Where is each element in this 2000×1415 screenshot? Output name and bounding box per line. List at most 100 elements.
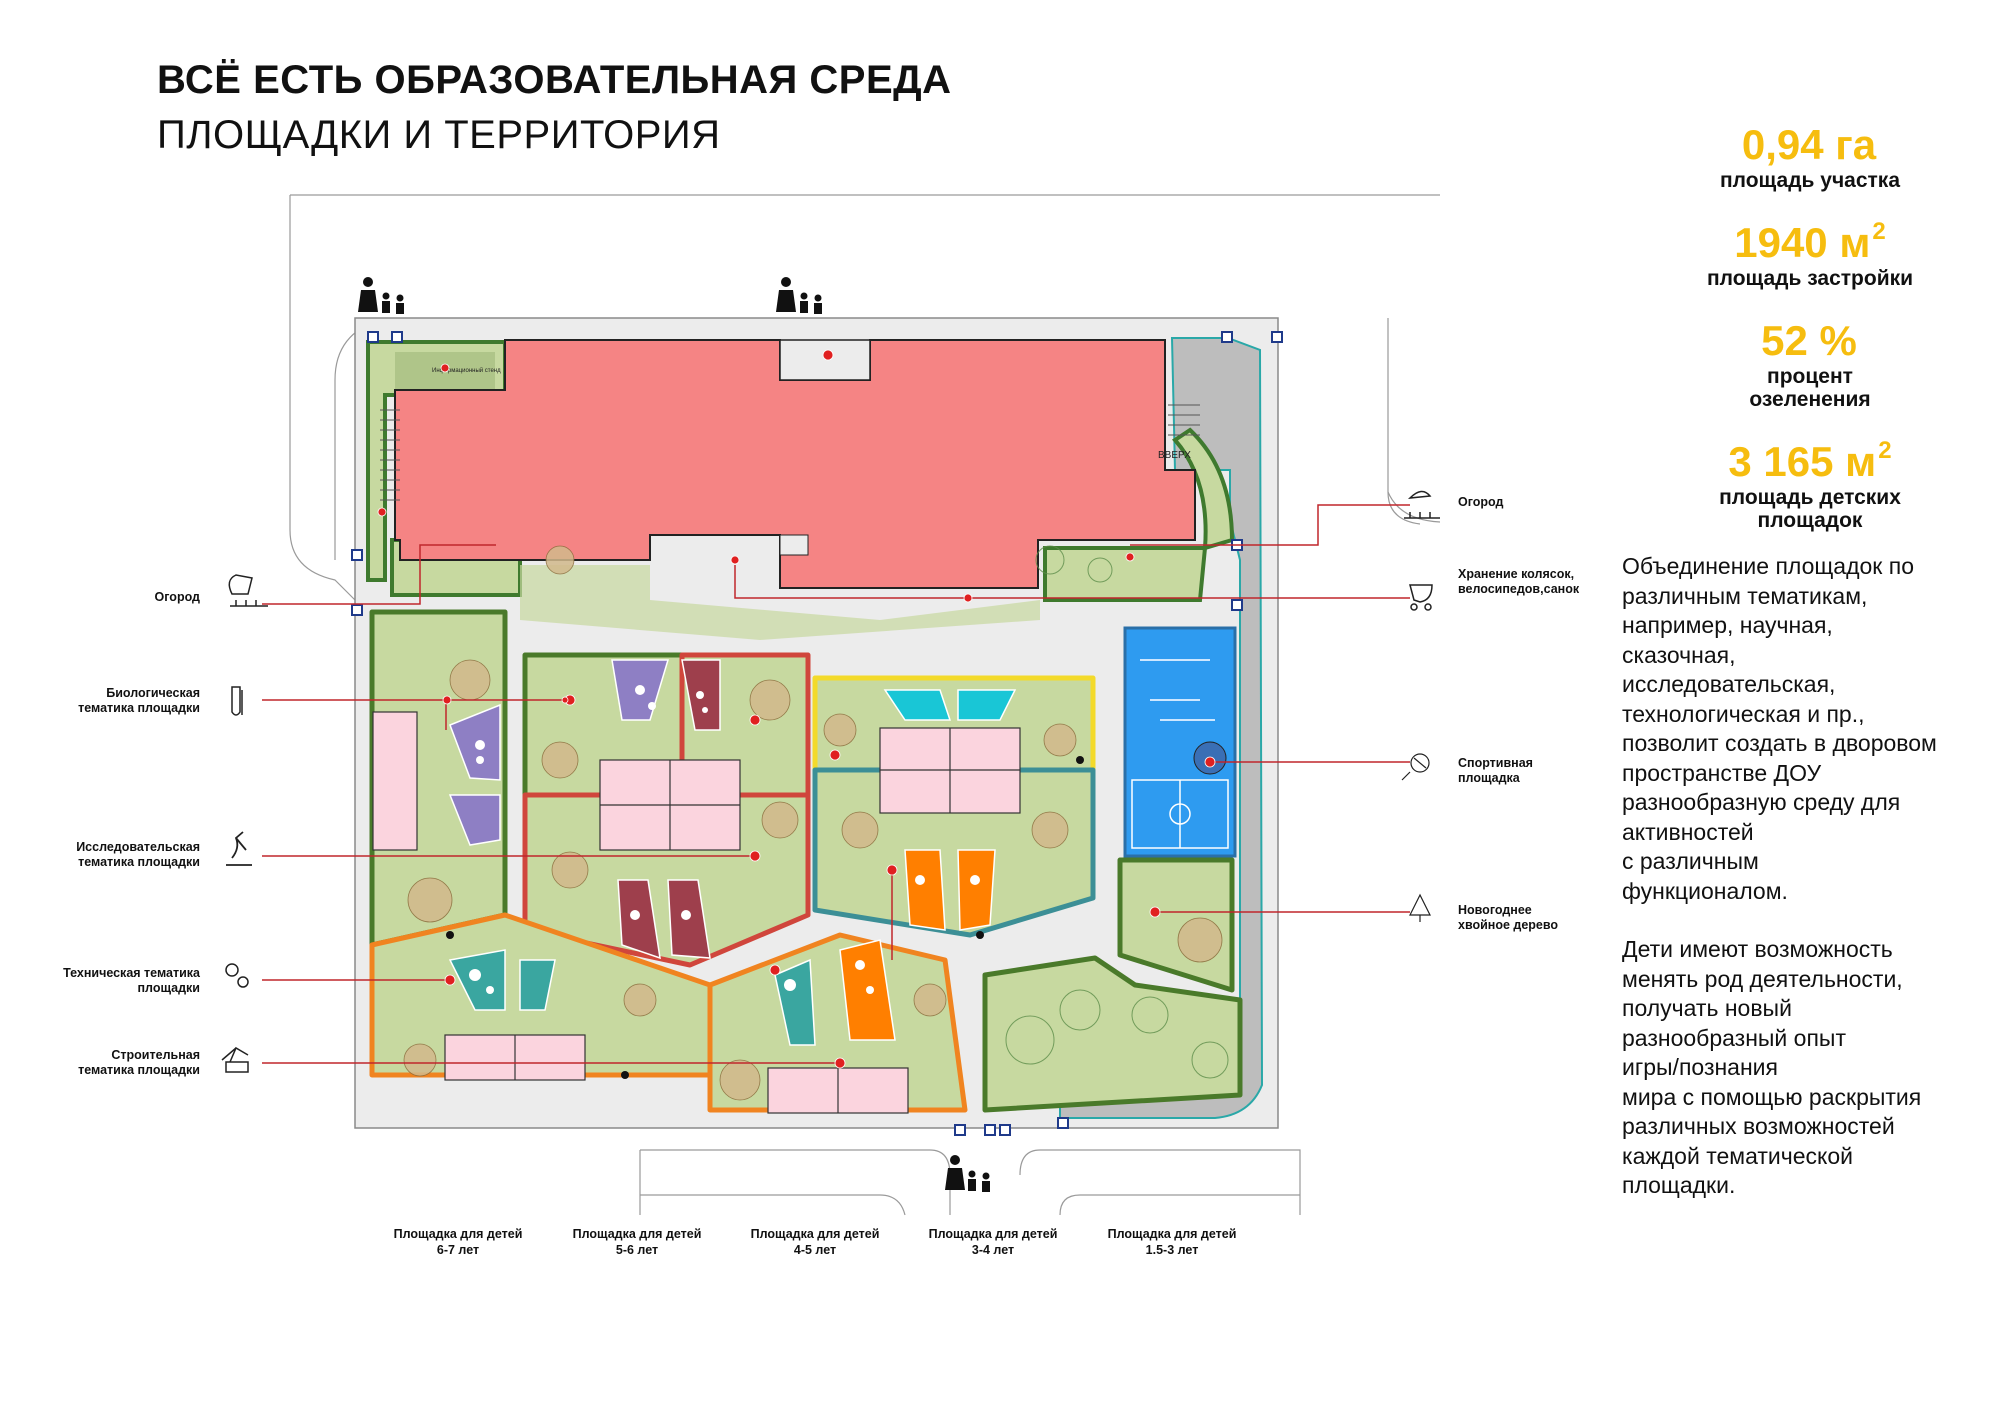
description-line: разнообразный опыт	[1622, 1024, 1846, 1051]
gears-icon	[225, 963, 249, 988]
annotation-line: Огород	[1458, 495, 1504, 509]
stat-value: 3 165 м2	[1728, 437, 1892, 485]
description-line: игры/познания	[1622, 1054, 1778, 1080]
age-label-3-4: Площадка для детей 3-4 лет	[908, 1226, 1078, 1258]
description-line: каждой тематической	[1622, 1142, 1853, 1169]
annotation-garden-left: Огород	[100, 590, 200, 605]
description-line: различным тематикам,	[1622, 582, 1868, 609]
description-line: активностей	[1622, 818, 1754, 845]
description-line: площадки.	[1622, 1172, 1736, 1198]
annotation-sports: Спортивная площадка	[1458, 756, 1608, 786]
description-line: разнообразную среду для	[1622, 789, 1901, 815]
zone-1-5-3	[982, 955, 1243, 1113]
excavator-icon	[221, 1046, 249, 1073]
annotation-line: Строительная	[111, 1048, 200, 1062]
description-line: технологическая и пр.,	[1622, 700, 1865, 727]
age-line: Площадка для детей	[1107, 1227, 1237, 1241]
annotation-line: Огород	[154, 590, 200, 604]
description-line: исследовательская,	[1622, 671, 1836, 697]
description-paragraph-1: Объединение площадок по различным темати…	[1622, 552, 1992, 906]
age-line: 6-7 лет	[436, 1243, 480, 1257]
annotation-fir-tree: Новогоднее хвойное дерево	[1458, 903, 1608, 933]
annotation-biology: Биологическая тематика площадки	[40, 686, 200, 716]
description-line: менять род деятельности,	[1622, 965, 1903, 992]
trees-green	[1005, 545, 1229, 1079]
age-line: 5-6 лет	[615, 1243, 659, 1257]
pavilions	[372, 711, 1021, 1114]
stat-label: площадь застройки	[1706, 267, 1914, 290]
age-line: 3-4 лет	[971, 1243, 1015, 1257]
annotation-line: площадки	[137, 981, 201, 995]
page-subtitle: ПЛОЩАДКИ И ТЕРРИТОРИЯ	[157, 113, 721, 157]
stats-panel: 0,94 га площадь участка 1940 м2 площадь …	[1640, 110, 1980, 548]
trees	[403, 545, 1223, 1101]
stat-value: 52 %	[1761, 317, 1857, 364]
ball-icon	[1401, 753, 1430, 781]
age-label-4-5: Площадка для детей 4-5 лет	[730, 1226, 900, 1258]
description-line: Объединение площадок по	[1622, 553, 1915, 579]
stat-value: 1940 м2	[1734, 218, 1886, 266]
age-line: Площадка для детей	[393, 1227, 523, 1241]
microscope-icon	[226, 831, 252, 866]
description-line: пространстве ДОУ	[1622, 759, 1822, 786]
annotation-research: Исследовательская тематика площадки	[40, 840, 200, 870]
age-label-6-7: Площадка для детей 6-7 лет	[373, 1226, 543, 1258]
walkway-lawn	[520, 565, 1040, 640]
description: Объединение площадок по различным темати…	[1622, 552, 1992, 1230]
description-line: получать новый	[1622, 995, 1792, 1021]
playground-zones	[369, 609, 1243, 1113]
black-dots	[446, 756, 1084, 1079]
age-label-1-5-3: Площадка для детей 1.5-3 лет	[1087, 1226, 1257, 1258]
stairs	[380, 404, 1200, 501]
stat-playground-area: 3 165 м2 площадь детских площадок	[1640, 427, 1980, 532]
annotation-garden-right: Огород	[1458, 495, 1608, 510]
annotation-line: велосипедов,санок	[1458, 582, 1580, 596]
stat-label: процент	[1767, 365, 1853, 388]
garden-icon	[228, 574, 268, 607]
annotation-construction: Строительная тематика площадки	[40, 1048, 200, 1078]
description-line: с различным	[1622, 848, 1759, 874]
description-line: мира с помощью раскрытия	[1622, 1083, 1922, 1110]
age-line: Площадка для детей	[750, 1227, 880, 1241]
annotation-line: тематика площадки	[78, 1063, 200, 1077]
description-paragraph-2: Дети имеют возможность менять род деятел…	[1622, 935, 1992, 1201]
family-icon	[358, 277, 990, 1192]
test-tube-icon	[231, 686, 243, 716]
annotation-line: Техническая тематика	[63, 966, 200, 980]
annotation-line: Исследовательская	[76, 840, 200, 854]
info-stand-label: Информационный стенд	[432, 367, 501, 374]
description-line: например, научная,	[1622, 612, 1833, 638]
age-label-5-6: Площадка для детей 5-6 лет	[552, 1226, 722, 1258]
age-line: 1.5-3 лет	[1145, 1243, 1199, 1257]
colored-wedges	[448, 659, 1017, 1046]
annotation-line: Хранение колясок,	[1458, 567, 1575, 581]
description-line: Дети имеют возможность	[1622, 936, 1893, 962]
annotation-line: тематика площадки	[78, 701, 200, 715]
description-line: позволит создать в дворовом	[1622, 730, 1937, 756]
annotation-line: Новогоднее	[1458, 903, 1532, 917]
wedge-dots	[469, 685, 980, 994]
annotation-line: тематика площадки	[78, 855, 200, 869]
description-line: сказочная,	[1622, 641, 1736, 668]
annotation-line: хвойное дерево	[1458, 918, 1559, 932]
annotation-technical: Техническая тематика площадки	[30, 966, 200, 996]
age-line: Площадка для детей	[928, 1227, 1058, 1241]
stat-greening: 52 % процент озеленения	[1640, 306, 1980, 411]
zone-orange-right	[707, 932, 968, 1113]
garden-icon-right	[1404, 490, 1440, 519]
up-label: ВВЕРХ	[1158, 450, 1191, 461]
annotation-storage: Хранение колясок, велосипедов,санок	[1458, 567, 1633, 597]
page-title: ВСЁ ЕСТЬ ОБРАЗОВАТЕЛЬНАЯ СРЕДА	[157, 58, 952, 102]
leader-lines	[262, 504, 1410, 1064]
leader-dots	[377, 349, 1216, 1069]
stat-site-area: 0,94 га площадь участка	[1640, 110, 1980, 192]
annotation-line: Биологическая	[106, 686, 200, 700]
age-line: 4-5 лет	[793, 1243, 837, 1257]
description-line: функционалом.	[1622, 877, 1788, 904]
stat-building-area: 1940 м2 площадь застройки	[1640, 208, 1980, 290]
age-line: Площадка для детей	[572, 1227, 702, 1241]
description-line: различных возможностей	[1622, 1113, 1895, 1139]
stat-value: 0,94 га	[1741, 121, 1877, 168]
